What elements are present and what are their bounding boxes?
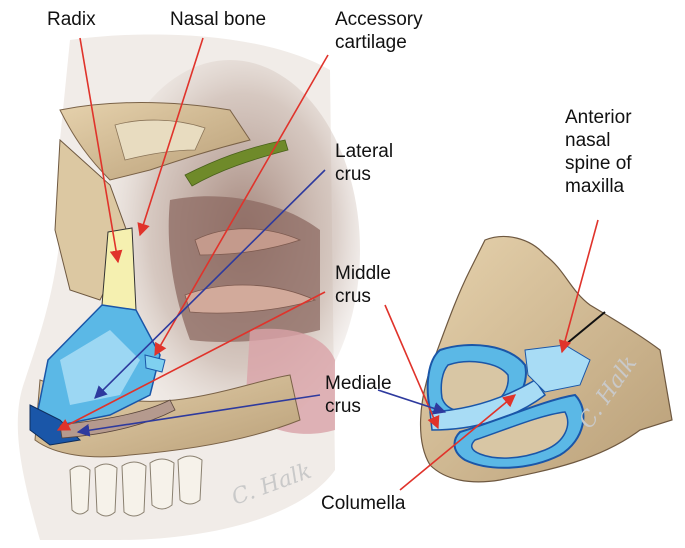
spine-needle xyxy=(564,311,606,346)
label-columella: Columella xyxy=(321,493,406,514)
nasal-base-view: C. Halk xyxy=(419,235,673,483)
arrow-anterior-nasal-spine xyxy=(558,219,599,354)
arrow-accessory-cartilage xyxy=(154,54,329,357)
arrow-mediale-crus-right xyxy=(377,389,447,415)
label-radix: Radix xyxy=(47,9,96,30)
upper-teeth xyxy=(69,455,203,517)
arrow-middle-crus-left xyxy=(56,291,326,431)
nostril-right xyxy=(470,411,569,459)
arrow-mediale-crus-left xyxy=(76,394,321,437)
arrow-radix xyxy=(79,37,123,264)
label-lateral-crus: Lateral crus xyxy=(335,141,394,185)
label-mediale-crus: Mediale crus xyxy=(325,373,392,417)
frontal-sinus xyxy=(114,119,206,161)
arrow-lateral-crus xyxy=(94,169,326,399)
radix-region xyxy=(101,227,137,319)
olfactory-tract xyxy=(184,139,289,187)
turbinate-lower xyxy=(184,284,317,314)
label-middle-crus: Middle crus xyxy=(335,263,391,307)
leader-arrows xyxy=(56,37,599,491)
label-anterior-nasal-spine: Anterior nasal spine of maxilla xyxy=(565,107,632,197)
arrow-nasal-bone xyxy=(137,37,204,237)
label-nasal-bone: Nasal bone xyxy=(170,9,267,30)
accessory-cartilage-piece xyxy=(144,354,166,373)
arrow-columella xyxy=(399,394,516,491)
columella-strip xyxy=(429,378,547,431)
lateral-cartilage-highlight xyxy=(60,330,140,405)
nasal-cavity xyxy=(168,196,320,342)
label-accessory-cartilage: Accessory cartilage xyxy=(335,9,423,53)
head-section: C. Halk xyxy=(17,34,360,540)
